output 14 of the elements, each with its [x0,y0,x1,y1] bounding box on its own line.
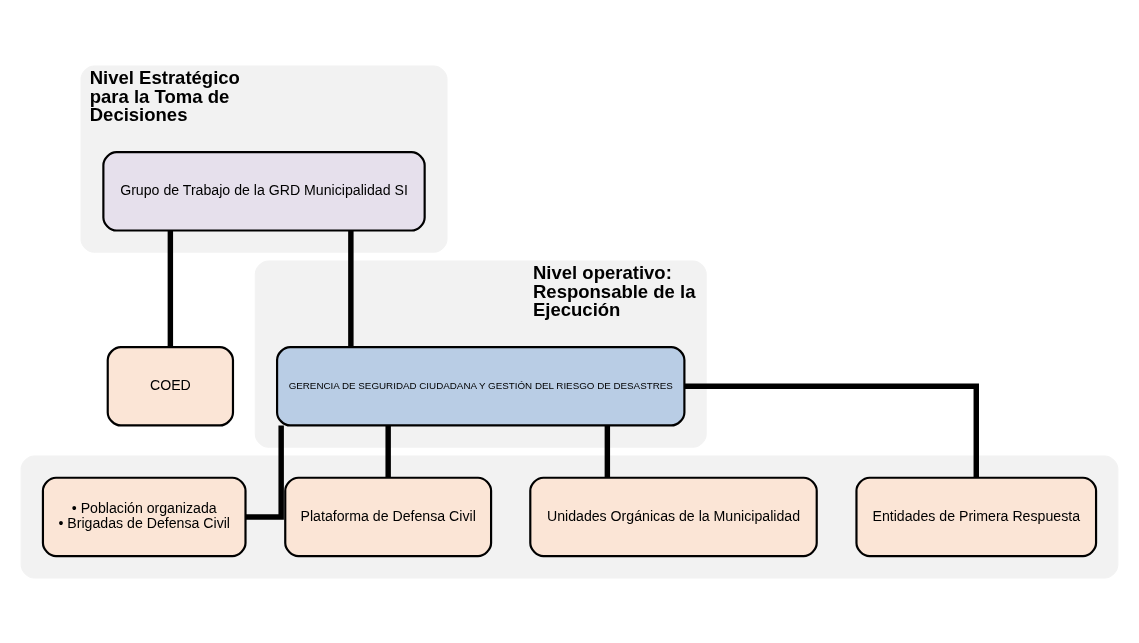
connector [385,424,391,477]
connector [348,230,354,347]
node-box: Entidades de Primera Respuesta [855,476,1098,557]
node-box: COED [106,345,235,427]
connector [684,383,979,478]
node-box: • Población organizada • Brigadas de Defensa Civil [41,476,247,557]
node-box: Plataforma de Defensa Civil [284,476,493,557]
connector [604,424,611,477]
cluster [20,454,1119,578]
node-box: Unidades Orgánicas de la Municipalidad [529,476,818,557]
connector [167,230,174,347]
connector [245,424,284,520]
node-box: GERENCIA DE SEGURIDAD CIUDADANA Y GESTIÓN DEL RIESGO DE DESASTRES [276,345,686,427]
node-box: Grupo de Trabajo de la GRD Municipalidad SI [102,150,426,232]
